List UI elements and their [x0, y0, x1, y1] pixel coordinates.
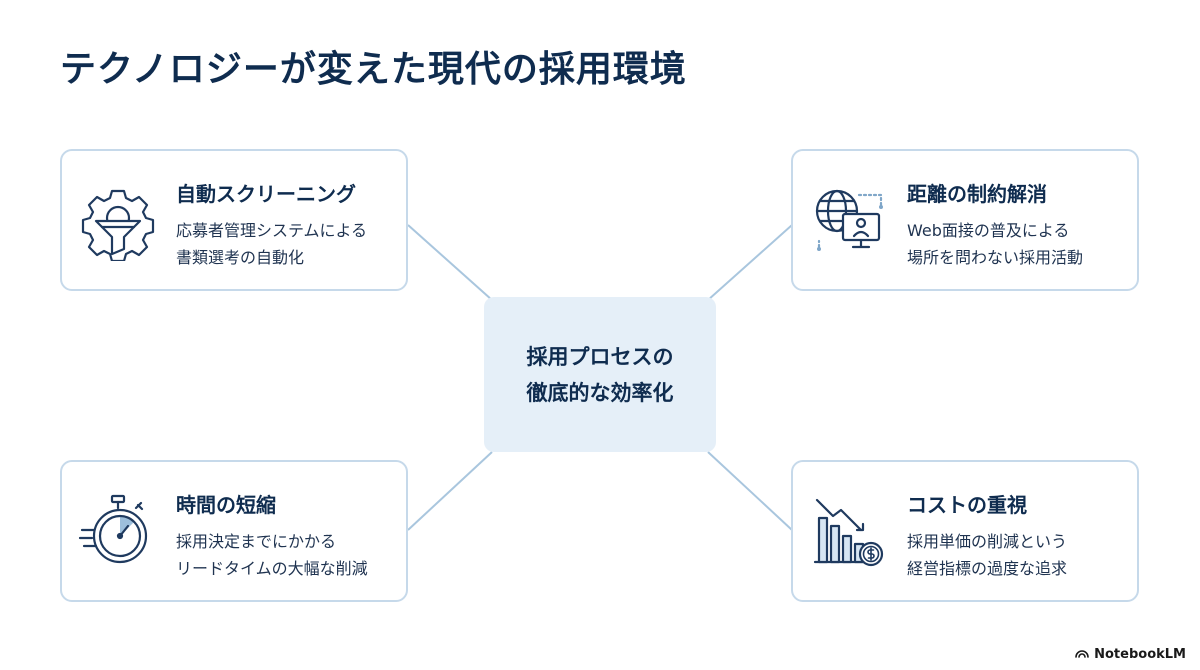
card-heading: 自動スクリーニング [176, 182, 356, 206]
page-title: テクノロジーが変えた現代の採用環境 [60, 49, 687, 90]
card-cost-focus: コストの重視 採用単価の削減という 経営指標の過度な追求 [791, 460, 1139, 602]
watermark-label: NotebookLM [1094, 646, 1186, 662]
card-description-line-1: 採用決定までにかかる [176, 532, 337, 551]
card-description: 採用単価の削減という 経営指標の過度な追求 [907, 528, 1067, 582]
connector-top-right [707, 224, 793, 301]
declining-cost-chart-icon [809, 492, 889, 572]
card-description-line-2: リードタイムの大幅な削減 [176, 559, 368, 578]
central-concept-box: 採用プロセスの 徹底的な効率化 [484, 297, 716, 452]
connector-bottom-right [707, 451, 793, 531]
card-description-line-2: 場所を問わない採用活動 [907, 248, 1084, 267]
card-heading: コストの重視 [907, 493, 1027, 517]
card-description-line-2: 経営指標の過度な追求 [907, 559, 1068, 578]
connector-top-left [407, 224, 493, 301]
card-description: Web面接の普及による 場所を問わない採用活動 [907, 217, 1083, 271]
card-description-line-1: 応募者管理システムによる [176, 221, 368, 240]
card-description: 採用決定までにかかる リードタイムの大幅な削減 [176, 528, 368, 582]
central-concept-line-1: 採用プロセスの [526, 344, 674, 369]
notebooklm-watermark: NotebookLM [1074, 646, 1186, 662]
card-description-line-1: Web面接の普及による [907, 221, 1070, 240]
card-description-line-2: 書類選考の自動化 [176, 248, 305, 267]
stopwatch-icon [78, 492, 158, 572]
globe-monitor-icon [809, 181, 889, 261]
card-auto-screening: 自動スクリーニング 応募者管理システムによる 書類選考の自動化 [60, 149, 408, 291]
gear-funnel-icon [78, 181, 158, 263]
card-description: 応募者管理システムによる 書類選考の自動化 [176, 217, 367, 271]
connector-bottom-left [407, 451, 493, 531]
card-heading: 距離の制約解消 [907, 182, 1047, 206]
notebooklm-logo-icon [1074, 646, 1090, 662]
central-concept-line-2: 徹底的な効率化 [526, 380, 674, 405]
card-distance-constraint: 距離の制約解消 Web面接の普及による 場所を問わない採用活動 [791, 149, 1139, 291]
card-heading: 時間の短縮 [176, 493, 276, 517]
card-time-reduction: 時間の短縮 採用決定までにかかる リードタイムの大幅な削減 [60, 460, 408, 602]
card-description-line-1: 採用単価の削減という [907, 532, 1068, 551]
